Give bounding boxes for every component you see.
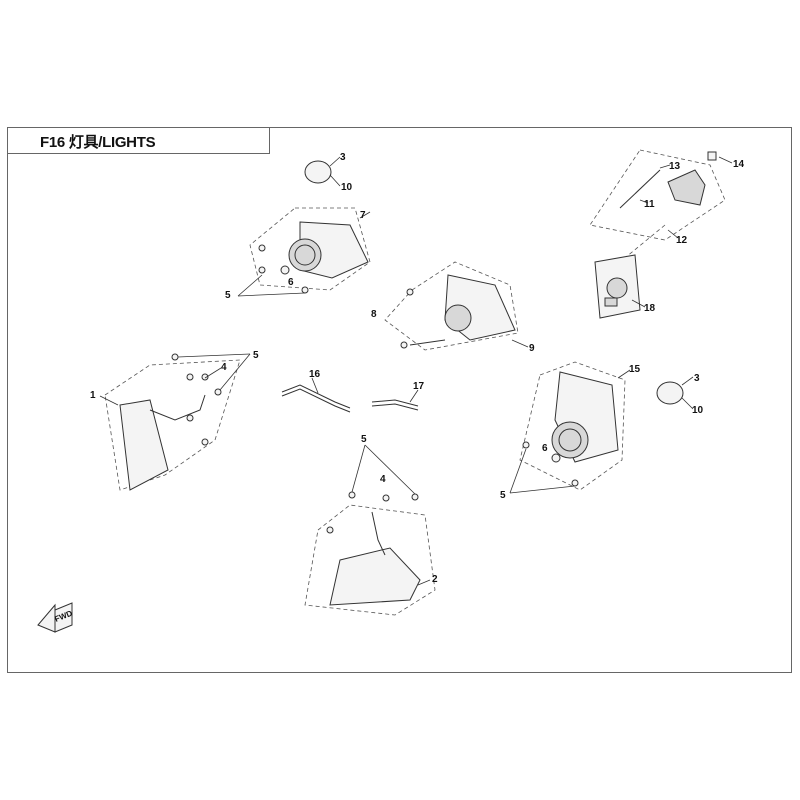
part-headlight-15 xyxy=(509,361,694,494)
part-front-light-2 xyxy=(304,444,436,616)
page-title: F16 灯具/LIGHTS xyxy=(40,134,156,151)
callout-10: 10 xyxy=(341,182,353,193)
callout-15: 15 xyxy=(629,364,641,375)
callout-4: 4 xyxy=(380,474,386,485)
callout-6: 6 xyxy=(542,443,548,454)
part-bracket-17 xyxy=(371,389,419,411)
fwd-arrow-icon: FWD xyxy=(37,602,74,633)
callout-2: 2 xyxy=(432,574,438,585)
callout-5: 5 xyxy=(253,350,259,361)
callout-11: 11 xyxy=(644,199,655,210)
callout-1: 1 xyxy=(90,390,96,401)
diagram-frame xyxy=(7,127,792,673)
callout-labels: 3 10 7 5 6 8 9 13 14 11 12 18 5 4 1 16 1… xyxy=(90,152,745,585)
callout-6: 6 xyxy=(288,277,294,288)
part-turn-signal-1 xyxy=(99,353,251,491)
callout-4: 4 xyxy=(221,362,227,373)
callout-5: 5 xyxy=(225,290,231,301)
title-box xyxy=(7,127,270,154)
callout-5: 5 xyxy=(500,490,506,501)
part-headlight-9 xyxy=(384,261,529,351)
callout-10: 10 xyxy=(692,405,704,416)
part-headlight-7 xyxy=(237,207,371,297)
callout-8: 8 xyxy=(371,309,377,320)
callout-3: 3 xyxy=(340,152,346,163)
callout-9: 9 xyxy=(529,343,535,354)
callout-13: 13 xyxy=(669,161,681,172)
callout-3: 3 xyxy=(694,373,700,384)
callout-14: 14 xyxy=(733,159,745,170)
part-bracket-16 xyxy=(281,377,351,413)
callout-7: 7 xyxy=(360,210,366,221)
callout-18: 18 xyxy=(644,303,656,314)
callout-17: 17 xyxy=(413,381,425,392)
callout-16: 16 xyxy=(309,369,321,380)
callout-5: 5 xyxy=(361,434,367,445)
part-reflector-10-top xyxy=(304,156,341,187)
callout-12: 12 xyxy=(676,235,688,246)
part-taillight-group xyxy=(589,149,733,319)
